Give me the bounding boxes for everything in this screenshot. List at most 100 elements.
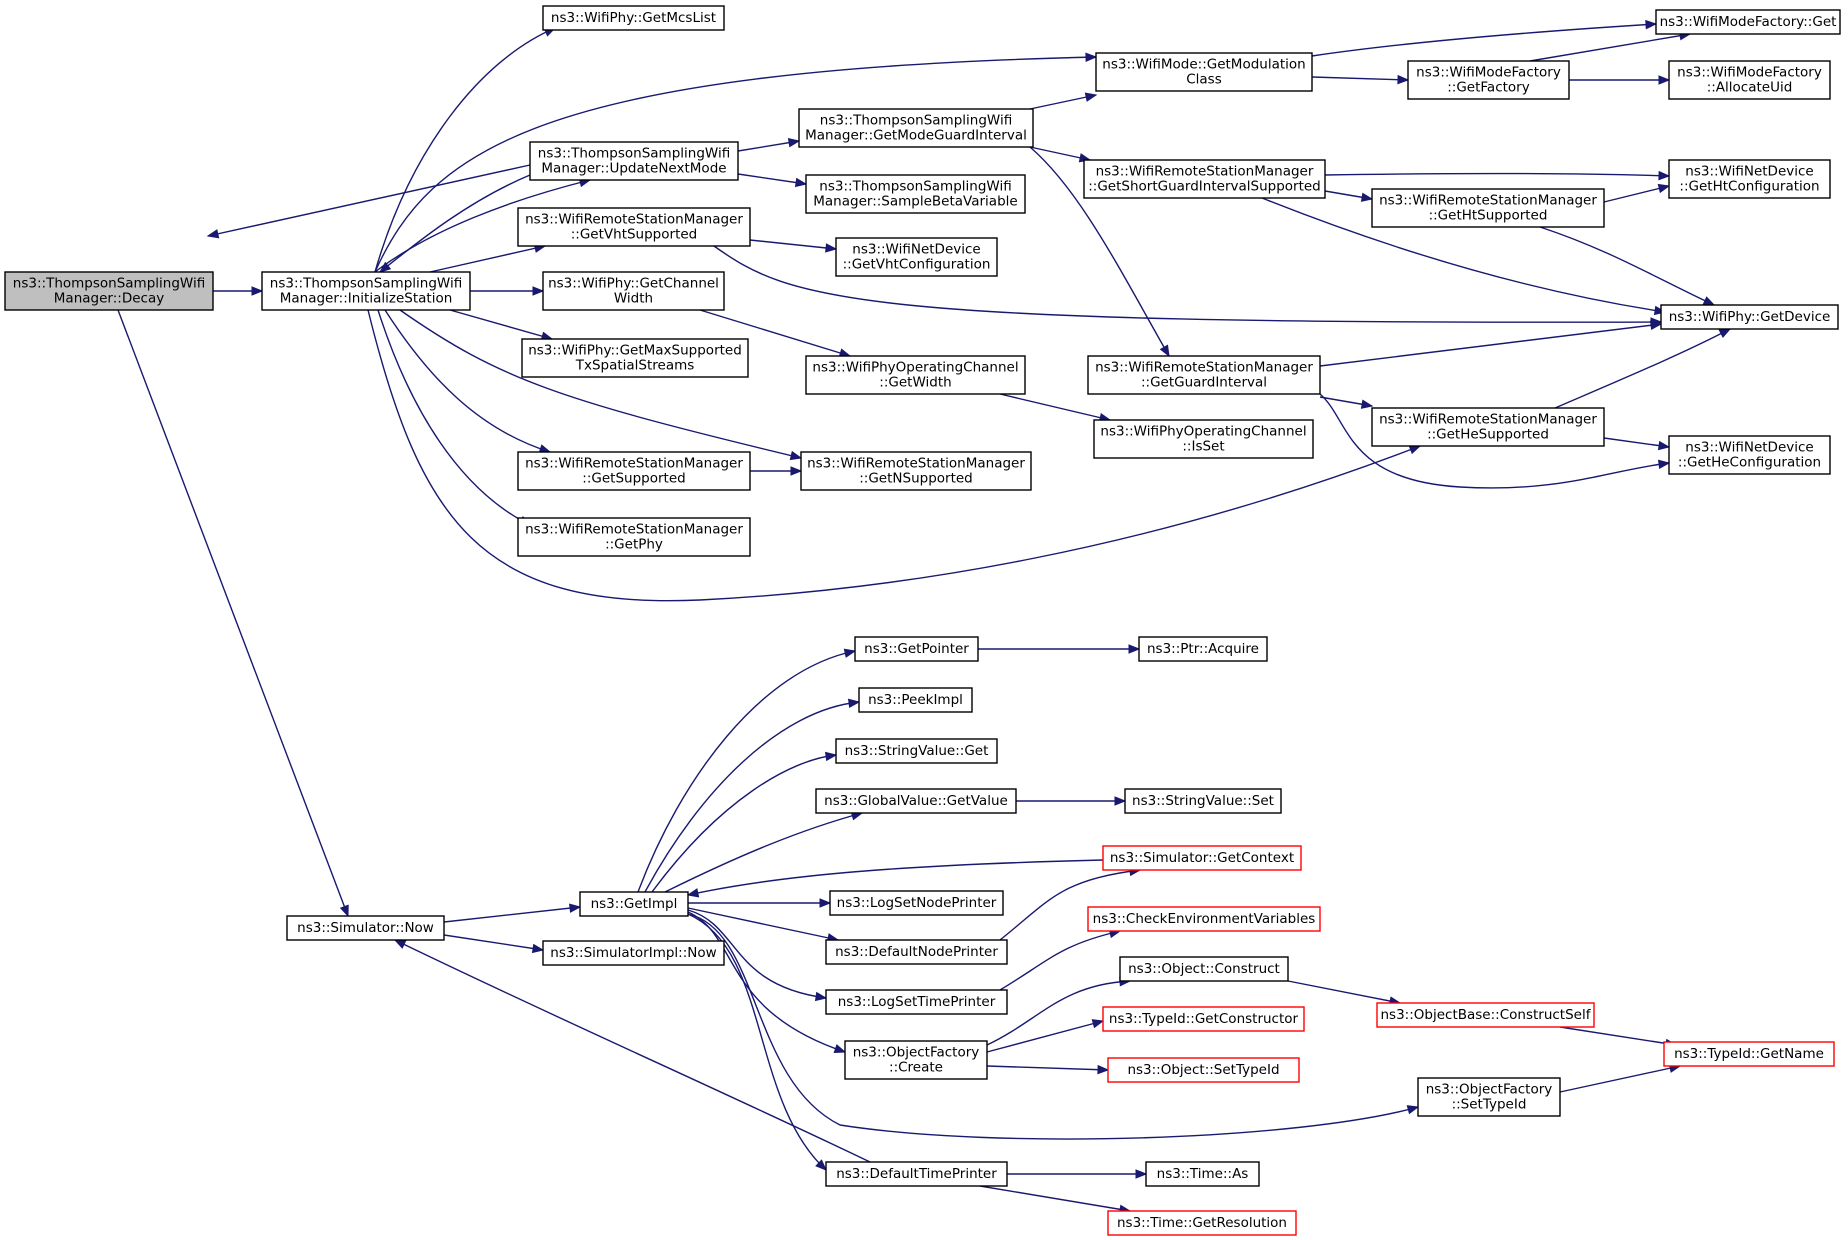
node-ptrAcquire[interactable]: ns3::Ptr::Acquire: [1138, 636, 1268, 662]
edge-getImpl-to-stringValueGet: [651, 751, 838, 893]
node-logSetTimePrinter[interactable]: ns3::LogSetTimePrinter: [825, 989, 1008, 1015]
node-box: [529, 141, 739, 181]
node-label: ns3::DefaultTimePrinter: [836, 1166, 997, 1182]
node-box: [798, 108, 1034, 148]
arrowhead: [1649, 320, 1663, 330]
node-label: ns3::Simulator::Now: [297, 920, 434, 936]
arrowhead: [1658, 170, 1671, 181]
edge-modeFactoryGetFactory-to-allocateUid: [1569, 75, 1671, 85]
arrowhead: [1360, 399, 1374, 409]
node-getPhy[interactable]: ns3::WifiRemoteStationManager::GetPhy: [517, 517, 751, 557]
node-typeIdGetName[interactable]: ns3::TypeId::GetName: [1663, 1041, 1835, 1067]
edge-getGuardInterval-to-getHeSupported: [1319, 396, 1374, 409]
edges-layer: [117, 19, 1732, 1214]
node-label: ns3::ObjectBase::ConstructSelf: [1381, 1007, 1592, 1023]
node-label: ns3::TypeId::GetConstructor: [1109, 1011, 1299, 1027]
arrowhead: [1097, 1064, 1110, 1075]
node-timeAs[interactable]: ns3::Time::As: [1145, 1161, 1260, 1187]
node-box: [835, 237, 998, 277]
node-defaultTimePrinter[interactable]: ns3::DefaultTimePrinter: [825, 1161, 1008, 1187]
node-opChGetWidth[interactable]: ns3::WifiPhyOperatingChannel::GetWidth: [805, 355, 1026, 395]
node-getVhtConfig[interactable]: ns3::WifiNetDevice::GetVhtConfiguration: [835, 237, 998, 277]
node-globalValueGetValue[interactable]: ns3::GlobalValue::GetValue: [815, 788, 1017, 814]
arrowhead: [1091, 1019, 1105, 1029]
node-simNow[interactable]: ns3::Simulator::Now: [286, 915, 445, 941]
node-box: [1087, 355, 1321, 395]
node-logSetNodePrinter[interactable]: ns3::LogSetNodePrinter: [829, 890, 1004, 916]
node-getHtSupported[interactable]: ns3::WifiRemoteStationManager::GetHtSupp…: [1371, 188, 1605, 228]
arrowhead: [393, 939, 407, 949]
node-objectBaseConstructSelf[interactable]: ns3::ObjectBase::ConstructSelf: [1376, 1002, 1595, 1028]
node-box: [1660, 304, 1839, 330]
node-getModeGuardInterval[interactable]: ns3::ThompsonSamplingWifiManager::GetMod…: [798, 108, 1034, 148]
node-objectConstruct[interactable]: ns3::Object::Construct: [1119, 956, 1289, 982]
node-sampleBeta[interactable]: ns3::ThompsonSamplingWifiManager::Sample…: [805, 174, 1026, 214]
node-checkEnvVars[interactable]: ns3::CheckEnvironmentVariables: [1087, 906, 1321, 932]
node-label: ::Create: [889, 1060, 943, 1076]
node-modeFactoryGetFactory[interactable]: ns3::WifiModeFactory::GetFactory: [1407, 60, 1570, 100]
node-opChIsSet[interactable]: ns3::WifiPhyOperatingChannel::IsSet: [1093, 419, 1314, 459]
node-objectFactoryCreate[interactable]: ns3::ObjectFactory::Create: [844, 1040, 988, 1080]
edge-getModeGuardInterval-to-getModulationClass: [1029, 92, 1098, 110]
arrowhead: [1406, 1105, 1420, 1115]
node-label: ns3::TypeId::GetName: [1674, 1046, 1824, 1062]
arrowhead: [825, 243, 838, 253]
node-box: [1655, 9, 1841, 35]
arrowhead: [1135, 1169, 1148, 1179]
node-getNSupported[interactable]: ns3::WifiRemoteStationManager::GetNSuppo…: [800, 451, 1032, 491]
node-stringValueGet[interactable]: ns3::StringValue::Get: [835, 738, 998, 764]
node-simImplNow[interactable]: ns3::SimulatorImpl::Now: [542, 940, 725, 966]
arrowhead: [790, 466, 803, 476]
node-label: ns3::WifiRemoteStationManager: [1379, 193, 1597, 209]
node-label: ns3::WifiNetDevice: [852, 242, 980, 258]
node-label: ns3::WifiPhy::GetDevice: [1669, 309, 1831, 325]
node-getPointer[interactable]: ns3::GetPointer: [854, 636, 979, 662]
node-objectSetTypeId[interactable]: ns3::Object::SetTypeId: [1107, 1057, 1300, 1083]
arrowhead: [532, 286, 545, 296]
node-box: [844, 1040, 988, 1080]
node-getHeConfig[interactable]: ns3::WifiNetDevice::GetHeConfiguration: [1668, 435, 1831, 475]
node-getMcsList[interactable]: ns3::WifiPhy::GetMcsList: [542, 5, 725, 31]
node-stringValueSet[interactable]: ns3::StringValue::Set: [1124, 788, 1282, 814]
node-getGuardInterval[interactable]: ns3::WifiRemoteStationManager::GetGuardI…: [1087, 355, 1321, 395]
node-box: [1102, 1006, 1305, 1032]
edge-initStation-to-getModulationClass: [374, 52, 1098, 273]
node-typeIdGetConstructor[interactable]: ns3::TypeId::GetConstructor: [1102, 1006, 1305, 1032]
node-label: ns3::WifiMode::GetModulation: [1102, 57, 1305, 73]
node-updateNextMode[interactable]: ns3::ThompsonSamplingWifiManager::Update…: [529, 141, 739, 181]
arrowhead: [251, 286, 264, 296]
node-objectFactorySetTypeId[interactable]: ns3::ObjectFactory::SetTypeId: [1417, 1077, 1561, 1117]
node-getShortGI[interactable]: ns3::WifiRemoteStationManager::GetShortG…: [1083, 159, 1326, 199]
node-label: ::GetHtSupported: [1429, 208, 1548, 224]
node-getMaxSupported[interactable]: ns3::WifiPhy::GetMaxSupportedTxSpatialSt…: [521, 338, 749, 378]
node-getImpl[interactable]: ns3::GetImpl: [579, 891, 689, 917]
edge-initStation-to-getMaxSupported: [449, 309, 554, 341]
node-defaultNodePrinter[interactable]: ns3::DefaultNodePrinter: [825, 939, 1008, 965]
node-getHtConfig[interactable]: ns3::WifiNetDevice::GetHtConfiguration: [1668, 159, 1831, 199]
node-getHeSupported[interactable]: ns3::WifiRemoteStationManager::GetHeSupp…: [1371, 407, 1605, 447]
node-getSupported[interactable]: ns3::WifiRemoteStationManager::GetSuppor…: [517, 451, 751, 491]
node-label: ::GetHeConfiguration: [1678, 455, 1821, 471]
node-box: [1668, 60, 1831, 100]
node-label: ns3::WifiModeFactory: [1677, 65, 1822, 81]
node-label: ns3::WifiPhy::GetMaxSupported: [528, 343, 742, 359]
node-label: ::GetVhtSupported: [571, 227, 697, 243]
node-initStation[interactable]: ns3::ThompsonSamplingWifiManager::Initia…: [261, 271, 471, 311]
node-modeFactoryGet[interactable]: ns3::WifiModeFactory::Get: [1655, 9, 1841, 35]
node-simGetContext[interactable]: ns3::Simulator::GetContext: [1102, 845, 1302, 871]
node-label: ns3::WifiRemoteStationManager: [1096, 164, 1314, 180]
node-box: [805, 355, 1026, 395]
node-box: [858, 687, 973, 713]
node-label: ::GetHeSupported: [1427, 427, 1549, 443]
node-timeGetResolution[interactable]: ns3::Time::GetResolution: [1107, 1210, 1297, 1236]
node-label: ::GetVhtConfiguration: [843, 257, 991, 273]
node-box: [800, 451, 1032, 491]
node-allocateUid[interactable]: ns3::WifiModeFactory::AllocateUid: [1668, 60, 1831, 100]
node-getVhtSupported[interactable]: ns3::WifiRemoteStationManager::GetVhtSup…: [517, 207, 751, 247]
edge-decay-to-initStation: [213, 286, 264, 296]
node-peekImpl[interactable]: ns3::PeekImpl: [858, 687, 973, 713]
node-getDevice[interactable]: ns3::WifiPhy::GetDevice: [1660, 304, 1839, 330]
